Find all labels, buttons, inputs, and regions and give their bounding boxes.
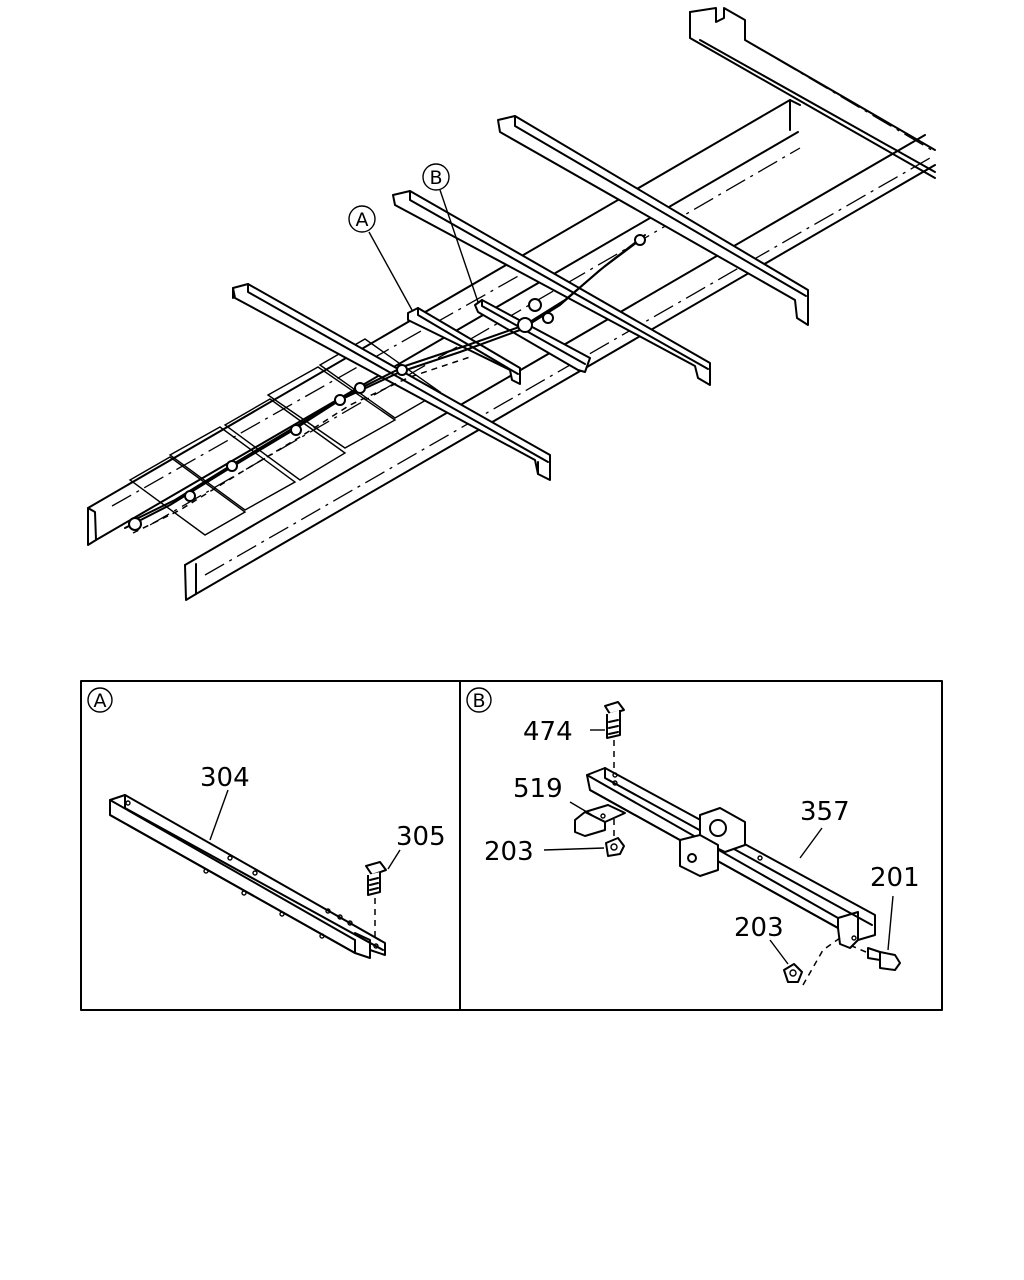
bracket-519 xyxy=(574,804,626,837)
bolt-474 xyxy=(604,701,625,770)
part-label-203-top: 203 xyxy=(484,837,534,867)
leader-305 xyxy=(387,849,401,870)
callout-a-label: A xyxy=(356,209,369,231)
panel-a-circle xyxy=(87,687,113,713)
leader-357 xyxy=(799,827,823,859)
nut-203-top xyxy=(605,818,625,857)
part-label-201: 201 xyxy=(870,863,920,893)
chassis-frame xyxy=(87,7,936,601)
leader-201 xyxy=(887,895,894,951)
part-label-304: 304 xyxy=(200,763,250,793)
callout-b-circle xyxy=(422,163,450,191)
nut-203-bottom xyxy=(783,937,841,986)
part-label-305: 305 xyxy=(396,822,446,852)
part-label-519: 519 xyxy=(513,774,563,804)
leader-203-bottom xyxy=(769,939,789,965)
detail-panels-frame xyxy=(80,680,943,1011)
rail-304 xyxy=(109,794,386,959)
leader-519 xyxy=(569,801,593,816)
detail-panel-b: B 357 474 xyxy=(466,687,920,986)
callout-a-circle xyxy=(348,205,376,233)
panel-a-label: A xyxy=(94,690,107,712)
detail-panel-a: A 304 305 xyxy=(87,687,446,959)
callout-b-label: B xyxy=(429,167,442,189)
panel-b-label: B xyxy=(472,690,485,712)
rail-357 xyxy=(586,767,876,949)
leader-304 xyxy=(209,789,229,841)
leader-203-top xyxy=(543,847,605,851)
panel-b-circle xyxy=(466,687,492,713)
part-label-203-bottom: 203 xyxy=(734,913,784,943)
part-label-357: 357 xyxy=(800,797,850,827)
part-label-474: 474 xyxy=(523,717,573,747)
bolt-201 xyxy=(851,945,901,971)
bolt-305 xyxy=(365,861,387,940)
